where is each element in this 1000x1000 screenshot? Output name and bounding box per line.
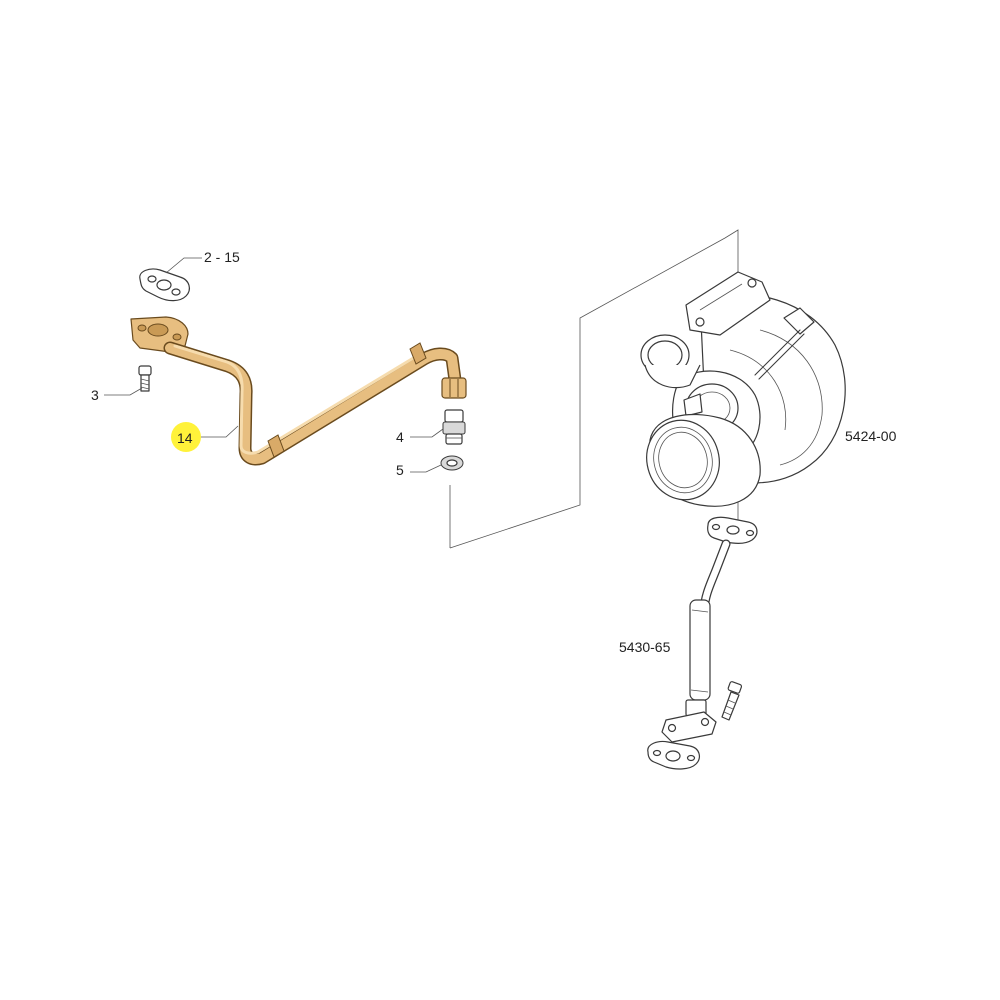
sealing-washer[interactable] — [440, 455, 464, 471]
leader-washer — [410, 464, 442, 473]
callout-gasket-top: 2 - 15 — [204, 249, 240, 265]
turbocharger[interactable] — [638, 271, 846, 508]
leader-pipe — [201, 425, 239, 438]
callout-turbo: 5424-00 — [845, 428, 897, 444]
callout-union: 4 — [396, 429, 404, 445]
highlight-marker — [171, 422, 201, 452]
leader-bolt — [104, 387, 143, 396]
union-fitting[interactable] — [442, 409, 466, 445]
callout-washer: 5 — [396, 462, 404, 478]
bolt-part[interactable] — [138, 365, 152, 392]
gasket-top[interactable] — [139, 268, 190, 302]
leader-gasket-top — [165, 257, 202, 274]
oil-drain-pipe[interactable] — [647, 516, 758, 770]
leader-union — [410, 428, 444, 438]
callout-drain-pipe: 5430-65 — [619, 639, 671, 655]
oil-feed-pipe[interactable] — [130, 316, 467, 466]
callout-pipe: 14 — [177, 430, 193, 446]
callout-bolt: 3 — [91, 387, 99, 403]
